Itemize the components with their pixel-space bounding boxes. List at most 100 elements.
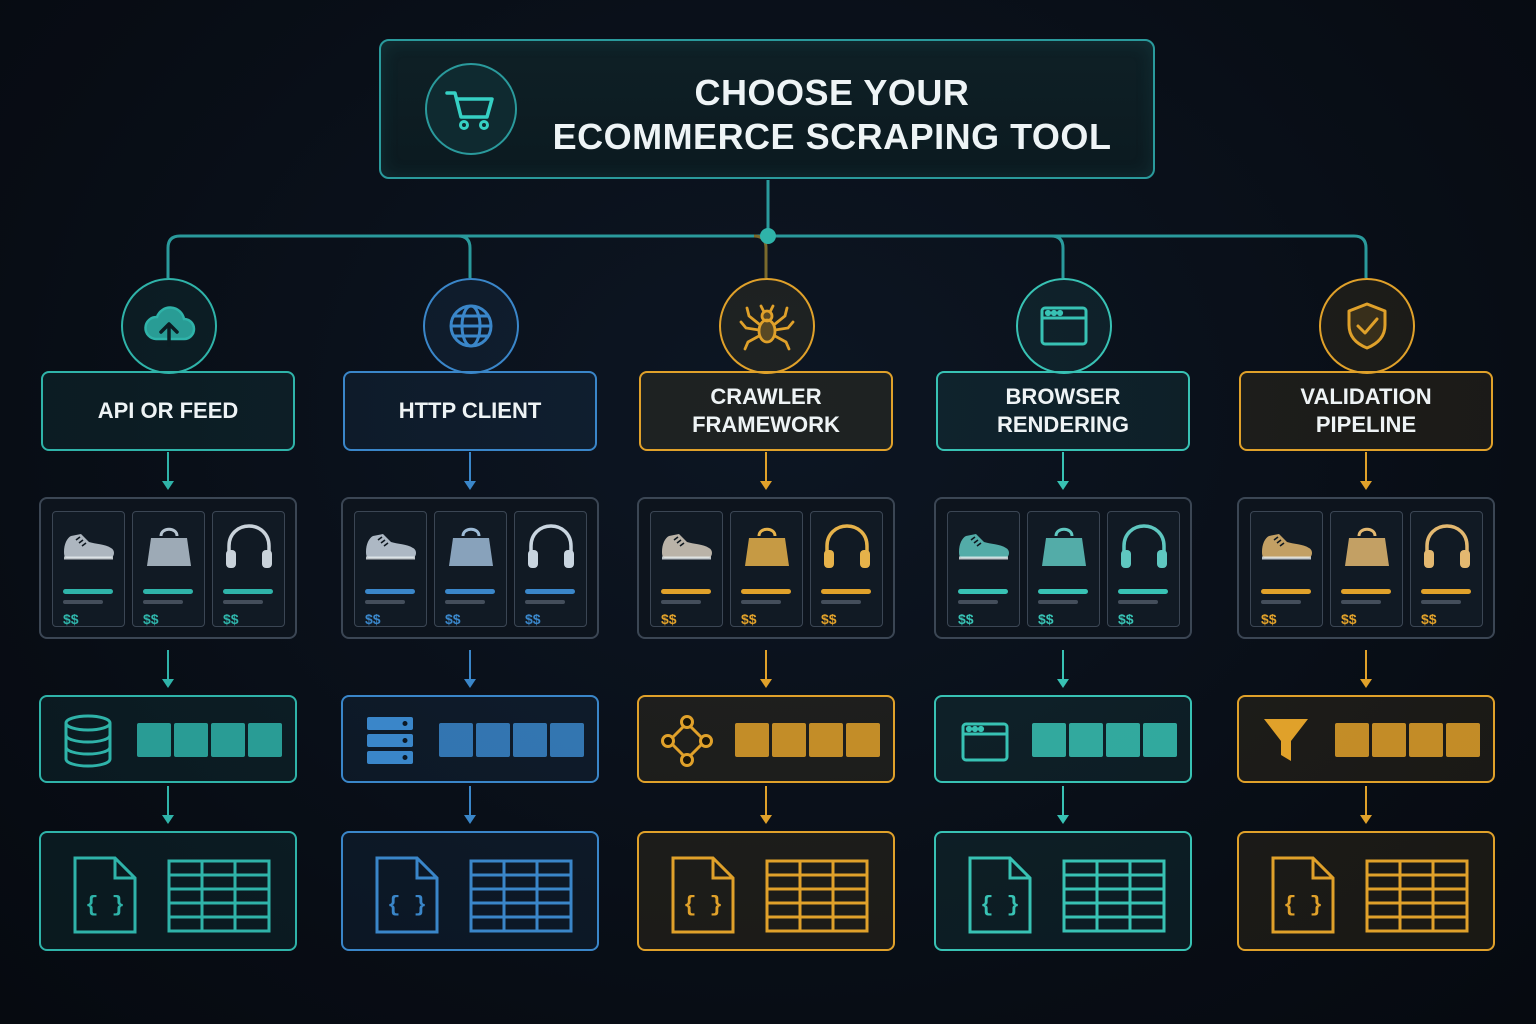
json-file-icon: { } — [373, 855, 441, 940]
product-card[interactable]: $$ — [810, 511, 883, 627]
storage-panel — [39, 695, 297, 783]
cloud-upload-icon — [121, 278, 217, 374]
product-title-bar — [365, 589, 415, 594]
product-subtitle-bar — [958, 600, 998, 604]
product-price: $$ — [445, 611, 461, 627]
product-card[interactable]: $$ — [514, 511, 587, 627]
queue-cell — [1446, 723, 1480, 757]
queue-cell — [1335, 723, 1369, 757]
output-panel: { } — [934, 831, 1192, 951]
product-card[interactable]: $$ — [1107, 511, 1180, 627]
storage-panel — [637, 695, 895, 783]
queue-cell — [476, 723, 510, 757]
product-price: $$ — [1038, 611, 1054, 627]
product-subtitle-bar — [143, 600, 183, 604]
queue-cell — [1106, 723, 1140, 757]
spider-icon — [719, 278, 815, 374]
arrow-head-api-0 — [162, 481, 174, 490]
output-panel: { } — [341, 831, 599, 951]
browser-window-icon — [956, 713, 1014, 776]
product-price: $$ — [958, 611, 974, 627]
product-price: $$ — [365, 611, 381, 627]
database-icon — [61, 713, 115, 774]
product-card[interactable]: $$ — [1330, 511, 1403, 627]
data-table-icon — [167, 859, 271, 938]
title-line-1: CHOOSE YOUR — [694, 72, 970, 113]
arrow-head-browser-0 — [1057, 481, 1069, 490]
queue-cell — [735, 723, 769, 757]
data-table-icon — [765, 859, 869, 938]
product-card[interactable]: $$ — [730, 511, 803, 627]
product-card[interactable]: $$ — [947, 511, 1020, 627]
product-subtitle-bar — [1261, 600, 1301, 604]
product-listing-panel: $$ $$ $$ — [341, 497, 599, 639]
product-card[interactable]: $$ — [1027, 511, 1100, 627]
json-file-icon: { } — [966, 855, 1034, 940]
product-title-bar — [445, 589, 495, 594]
queue-cell — [513, 723, 547, 757]
arrow-head-validation-0 — [1360, 481, 1372, 490]
label-line: HTTP CLIENT — [398, 398, 542, 423]
json-file-icon: { } — [1269, 855, 1337, 940]
arrow-head-http-0 — [464, 481, 476, 490]
svg-text:{ }: { } — [387, 893, 427, 918]
product-subtitle-bar — [63, 600, 103, 604]
product-card[interactable]: $$ — [132, 511, 205, 627]
product-subtitle-bar — [525, 600, 565, 604]
product-price: $$ — [741, 611, 757, 627]
shopping-cart-icon — [425, 63, 517, 155]
svg-text:{ }: { } — [85, 893, 125, 918]
queue-cell — [174, 723, 208, 757]
storage-panel — [1237, 695, 1495, 783]
queue-cell — [809, 723, 843, 757]
product-listing-panel: $$ $$ $$ — [934, 497, 1192, 639]
queue-cells — [1032, 723, 1177, 757]
tool-label-api[interactable]: API OR FEED — [41, 371, 295, 451]
product-title-bar — [223, 589, 273, 594]
queue-cell — [1069, 723, 1103, 757]
product-card[interactable]: $$ — [1410, 511, 1483, 627]
product-card[interactable]: $$ — [354, 511, 427, 627]
product-title-bar — [1261, 589, 1311, 594]
product-card[interactable]: $$ — [52, 511, 125, 627]
json-file-icon: { } — [71, 855, 139, 940]
arrow-head-api-2 — [162, 815, 174, 824]
product-price: $$ — [1421, 611, 1437, 627]
product-card[interactable]: $$ — [650, 511, 723, 627]
product-card[interactable]: $$ — [434, 511, 507, 627]
arrow-head-validation-2 — [1360, 815, 1372, 824]
page-title: CHOOSE YOUR ECOMMERCE SCRAPING TOOL — [531, 71, 1133, 159]
product-listing-panel: $$ $$ $$ — [637, 497, 895, 639]
svg-text:{ }: { } — [980, 893, 1020, 918]
queue-cell — [550, 723, 584, 757]
data-table-icon — [1365, 859, 1469, 938]
queue-cell — [248, 723, 282, 757]
json-file-icon: { } — [669, 855, 737, 940]
product-subtitle-bar — [1038, 600, 1078, 604]
tool-label-http[interactable]: HTTP CLIENT — [343, 371, 597, 451]
data-table-icon — [469, 859, 573, 938]
arrow-head-crawler-0 — [760, 481, 772, 490]
queue-cells — [439, 723, 584, 757]
product-subtitle-bar — [223, 600, 263, 604]
label-line: RENDERING — [996, 412, 1129, 437]
product-title-bar — [525, 589, 575, 594]
label-line: API OR FEED — [97, 398, 239, 423]
queue-cell — [1372, 723, 1406, 757]
arrow-head-http-1 — [464, 679, 476, 688]
product-card[interactable]: $$ — [212, 511, 285, 627]
branch-drop-1 — [457, 234, 472, 278]
product-card[interactable]: $$ — [1250, 511, 1323, 627]
label-line: PIPELINE — [1315, 412, 1417, 437]
product-title-bar — [1038, 589, 1088, 594]
queue-cells — [735, 723, 880, 757]
product-subtitle-bar — [741, 600, 781, 604]
svg-text:{ }: { } — [1283, 893, 1323, 918]
output-panel: { } — [39, 831, 297, 951]
